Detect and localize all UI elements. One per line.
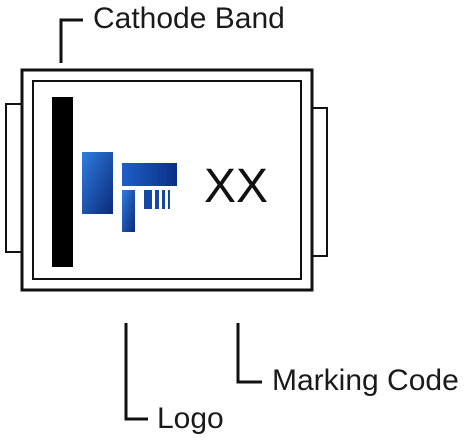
- cathode-band: [52, 97, 73, 267]
- logo-label: Logo: [157, 402, 224, 435]
- marking-code-text: XX: [204, 160, 269, 213]
- package-inner-outline: [32, 80, 302, 280]
- marking-code-leader: [236, 323, 262, 384]
- logo-leader: [124, 323, 148, 421]
- logo-icon: [82, 152, 177, 232]
- cathode-band-label: Cathode Band: [93, 2, 285, 35]
- cathode-band-leader: [59, 18, 83, 63]
- marking-code-label: Marking Code: [272, 364, 459, 397]
- left-lead-tab: [5, 103, 23, 253]
